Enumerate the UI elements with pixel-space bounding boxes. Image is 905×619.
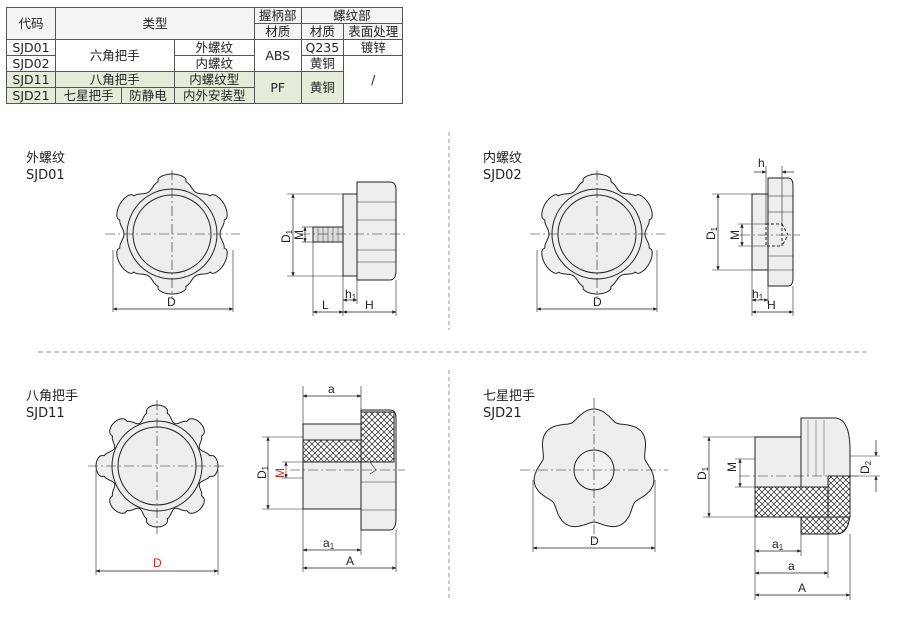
cell-thread-type: 内外安装型 — [173, 87, 256, 104]
header-thread-material: 材质 — [300, 23, 345, 40]
dim-label-h: h — [758, 156, 765, 170]
dim-label-D1: D1 — [704, 226, 719, 240]
dim-label-D1: D1 — [279, 229, 294, 243]
dim-label-D: D — [590, 534, 599, 548]
sjd11-front-view: D — [88, 400, 226, 575]
dim-label-A: A — [346, 554, 354, 568]
dim-label-h1: h1 — [752, 287, 764, 302]
figure-label-sjd01: 外螺纹 SJD01 — [26, 151, 66, 183]
dim-label-a1: a1 — [772, 537, 784, 552]
dim-label-M: M — [292, 230, 306, 240]
hatched-insert — [302, 439, 362, 463]
sjd21-side-view: D1 M D2 a1 a A — [695, 417, 880, 600]
figure-label-sjd21: 七星把手 SJD21 — [483, 389, 536, 421]
sjd02-front-view: D — [530, 170, 665, 312]
sjd11-side-view: D1 M a a1 A — [255, 382, 405, 572]
cell-type: 八角把手 — [55, 71, 175, 88]
cell-thread-material: 黄铜 — [300, 71, 345, 104]
hatched-insert — [754, 486, 829, 518]
dim-label-a1: a1 — [323, 536, 335, 551]
cell-grip-material: PF — [254, 71, 302, 104]
dim-label-D1: D1 — [695, 466, 710, 480]
header-grip-material: 材质 — [254, 23, 302, 40]
dim-label-a: a — [788, 559, 795, 573]
cell-type: 六角把手 — [55, 39, 175, 72]
cell-code: SJD21 — [6, 87, 56, 104]
header-grip: 握柄部 — [254, 7, 302, 24]
cell-code: SJD11 — [6, 71, 56, 88]
dim-label-D: D — [167, 295, 176, 309]
header-code: 代码 — [6, 7, 56, 40]
dim-label-M: M — [273, 468, 287, 478]
cell-code: SJD02 — [6, 55, 56, 72]
cell-grip-material: ABS — [254, 39, 302, 72]
dim-label-H: H — [767, 298, 776, 312]
dim-label-a: a — [328, 382, 335, 396]
dim-label-h1: h1 — [345, 287, 357, 302]
dim-label-M: M — [728, 230, 742, 240]
sjd21-front-view: D — [520, 398, 668, 552]
dim-label-A: A — [798, 581, 806, 595]
cell-thread-material: Q235 — [300, 39, 345, 56]
dim-label-H: H — [365, 298, 374, 312]
figure-label-sjd11: 八角把手 SJD11 — [26, 389, 79, 421]
cell-surface: 镀锌 — [343, 39, 404, 56]
spec-table: 代码 类型 握柄部 螺纹部 材质 材质 表面处理 SJD01 六角把手 外螺纹 … — [6, 7, 404, 104]
header-thread: 螺纹部 — [300, 7, 404, 24]
sjd01-front-view: D — [105, 170, 240, 312]
dim-label-D1: D1 — [255, 465, 270, 479]
sjd02-side-view: D1 M h h1 H — [704, 156, 800, 316]
cell-type-extra: 防静电 — [121, 87, 175, 104]
figure-label-sjd02: 内螺纹 SJD02 — [483, 151, 523, 183]
sjd01-side-view: D1 M L h1 H — [279, 181, 405, 316]
cell-type: 七星把手 — [54, 87, 123, 104]
dim-label-M: M — [725, 462, 739, 472]
dim-label-L: L — [322, 298, 329, 312]
cell-surface: / — [343, 55, 404, 104]
cell-thread-type: 内螺纹型 — [173, 71, 256, 88]
dim-label-D: D — [153, 556, 162, 570]
dim-label-D2: D2 — [858, 460, 873, 474]
dim-label-D: D — [593, 295, 602, 309]
